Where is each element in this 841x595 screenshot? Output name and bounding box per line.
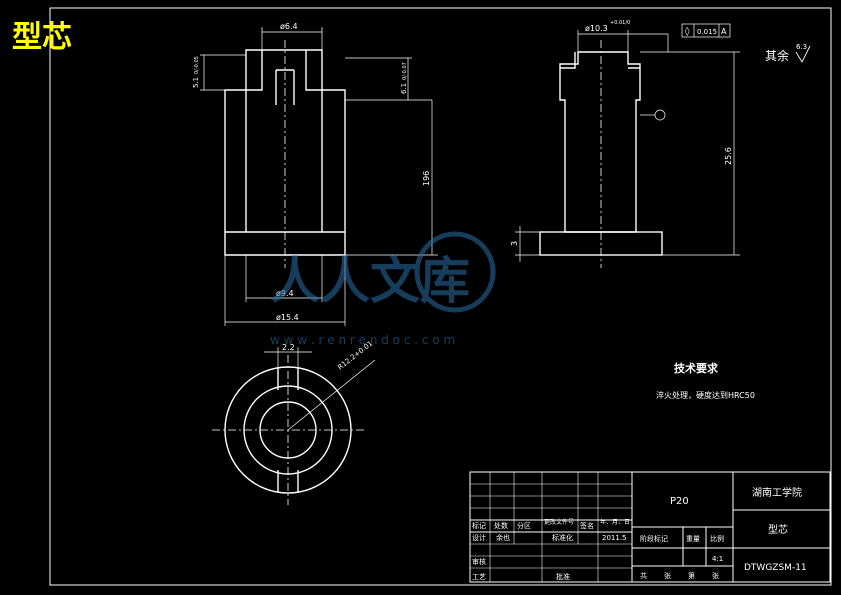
tb-header-count: 处数 (494, 521, 508, 530)
tb-header-zone: 分区 (517, 521, 531, 530)
tb-designer-label: 设计 (472, 533, 486, 542)
dim-top-width: ø6.4 (280, 22, 298, 31)
tech-req-heading: 技术要求 (674, 361, 719, 375)
front-dimensions (200, 27, 438, 326)
dim-left-height: 5.1 (192, 77, 200, 88)
dim-left-tol: 0/-0.05 (194, 56, 200, 74)
tb-material: P20 (670, 496, 689, 507)
tb-header-mark: 标记 (472, 521, 486, 530)
page-title: 型芯 (12, 20, 72, 55)
front-view (224, 40, 346, 268)
tb-designer-name: 余也 (496, 533, 510, 542)
tb-sheet-2: 张 (664, 571, 671, 580)
dim-base-dia: ø15.4 (276, 313, 299, 322)
watermark-url: w w w . r e n r e n d o c . c o m (270, 333, 455, 347)
side-dim-base: 3 (510, 241, 519, 246)
geo-tol-symbol: ◊ (685, 26, 690, 37)
geo-tol-datum: A (721, 27, 727, 36)
tb-approve-label: 批准 (556, 572, 570, 581)
roughness-value: 6.3 (796, 43, 807, 51)
tb-sheet-4: 张 (712, 571, 719, 580)
tb-header-date: 年、月、日 (600, 518, 630, 526)
side-top-step (560, 52, 640, 69)
front-shoulder (246, 50, 322, 91)
tb-sheet-3: 第 (688, 571, 695, 580)
tb-date: 2011.5 (602, 534, 627, 542)
roughness-icon (795, 45, 811, 63)
dim-body: 196 (422, 171, 431, 186)
title-block (469, 471, 831, 583)
tech-req-text: 淬火处理，硬度达到HRC50 (656, 390, 755, 400)
bottom-slot (277, 367, 299, 493)
tb-standard-label: 标准化 (552, 533, 573, 542)
side-dim-top-tol: +0.01/0 (610, 20, 630, 26)
side-view (539, 40, 663, 268)
tb-sheet-1: 共 (640, 571, 647, 580)
tb-review-label: 审核 (472, 557, 486, 566)
front-body-outline (245, 90, 323, 232)
tb-drawing-no: DTWGZSM-11 (744, 563, 807, 573)
dim-right-tol: 0/-0.07 (402, 62, 408, 80)
bottom-dim-slot: 2.2 (282, 343, 295, 352)
dim-shaft-dia: ø9.4 (276, 289, 294, 298)
dim-right-height: 6.1 (400, 83, 408, 94)
front-slot (275, 69, 295, 105)
side-dim-top: ø10.3 (585, 24, 608, 33)
tb-process-label: 工艺 (472, 573, 486, 581)
side-dim-height: 25.6 (724, 147, 733, 165)
tb-weight-label: 重量 (686, 535, 700, 543)
bottom-dimensions (264, 347, 376, 431)
tb-school: 湖南工学院 (752, 486, 802, 499)
tb-part-name: 型芯 (768, 523, 788, 536)
side-view-outline (559, 51, 641, 233)
tb-scale-label: 比例 (710, 534, 724, 543)
drawing-frame (49, 7, 832, 586)
tb-scale: 4:1 (712, 555, 723, 563)
roughness-label: 其余 (765, 48, 789, 63)
watermark-text: 人人文库 (270, 252, 470, 310)
tb-header-sign: 签名 (580, 521, 594, 530)
tb-stage-label: 阶段标记 (640, 534, 668, 543)
watermark-logo-icon (414, 231, 496, 313)
geo-tol-value: 0.015 (697, 28, 717, 36)
tb-header-change: 更改文件号 (544, 518, 574, 526)
watermark: 人人文库 w w w . r e n r e n d o c . c o m (270, 231, 496, 347)
side-dimensions (515, 23, 740, 262)
